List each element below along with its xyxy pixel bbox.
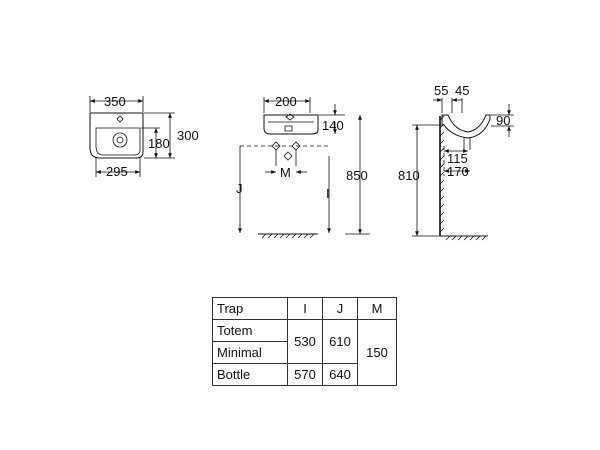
dimension-200: 200 (264, 94, 310, 109)
dimension-j: J (236, 146, 243, 233)
basin-front-elevation (263, 97, 345, 135)
header-trap: Trap (212, 297, 288, 320)
dimension-350-label: 350 (104, 94, 126, 109)
table-row: Totem 530 610 150 (212, 319, 397, 386)
dimension-350: 350 (90, 94, 143, 109)
trap-name: Bottle (212, 363, 288, 386)
header-j: J (322, 297, 358, 320)
dimension-90-label: 90 (496, 113, 510, 128)
dimension-295-label: 295 (106, 164, 128, 179)
dimension-115: 115 (444, 149, 468, 166)
dimension-i-label: I (326, 186, 330, 201)
dimension-850-label: 850 (346, 168, 368, 183)
dimension-180-label: 180 (148, 136, 170, 151)
dimension-200-label: 200 (275, 94, 297, 109)
value-m: 150 (357, 319, 397, 386)
floor-line (258, 233, 318, 239)
header-i: I (287, 297, 323, 320)
dimension-55-label: 55 (434, 83, 448, 98)
dimension-m-label: M (280, 165, 291, 180)
dimension-55: 55 (433, 83, 453, 113)
dimension-170: 170 (444, 164, 470, 179)
value-j: 610 (322, 319, 358, 364)
dimension-180: 180 (148, 128, 170, 158)
dimension-295: 295 (96, 164, 140, 179)
dimension-115-label: 115 (447, 151, 468, 166)
trap-dimension-table: Trap I J M Totem 530 610 150 Minimal Bot… (212, 297, 397, 386)
dimension-m: M (265, 165, 307, 180)
dimension-i: I (326, 156, 331, 233)
table-row: Bottle 570 640 (212, 363, 397, 386)
dimension-45-label: 45 (455, 83, 469, 98)
dimension-300: 300 (168, 113, 199, 158)
dimension-j-label: J (236, 181, 243, 196)
dimension-45: 45 (452, 83, 469, 113)
pipe-outlets (240, 141, 330, 166)
value-i: 530 (287, 319, 323, 364)
table-header-row: Trap I J M (212, 297, 397, 320)
dimension-140-label: 140 (322, 118, 344, 133)
dimension-810-label: 810 (398, 168, 420, 183)
dimension-810: 810 (398, 124, 441, 237)
dimension-140: 140 (322, 104, 344, 134)
trap-name: Totem (212, 319, 288, 342)
header-m: M (357, 297, 397, 320)
dimension-170-label: 170 (447, 164, 469, 179)
dimension-850: 850 (345, 115, 370, 235)
value-i: 570 (287, 363, 323, 386)
dimension-90: 90 (491, 104, 514, 137)
dimension-300-label: 300 (177, 128, 199, 143)
trap-name: Minimal (212, 341, 288, 364)
value-j: 640 (322, 363, 358, 386)
